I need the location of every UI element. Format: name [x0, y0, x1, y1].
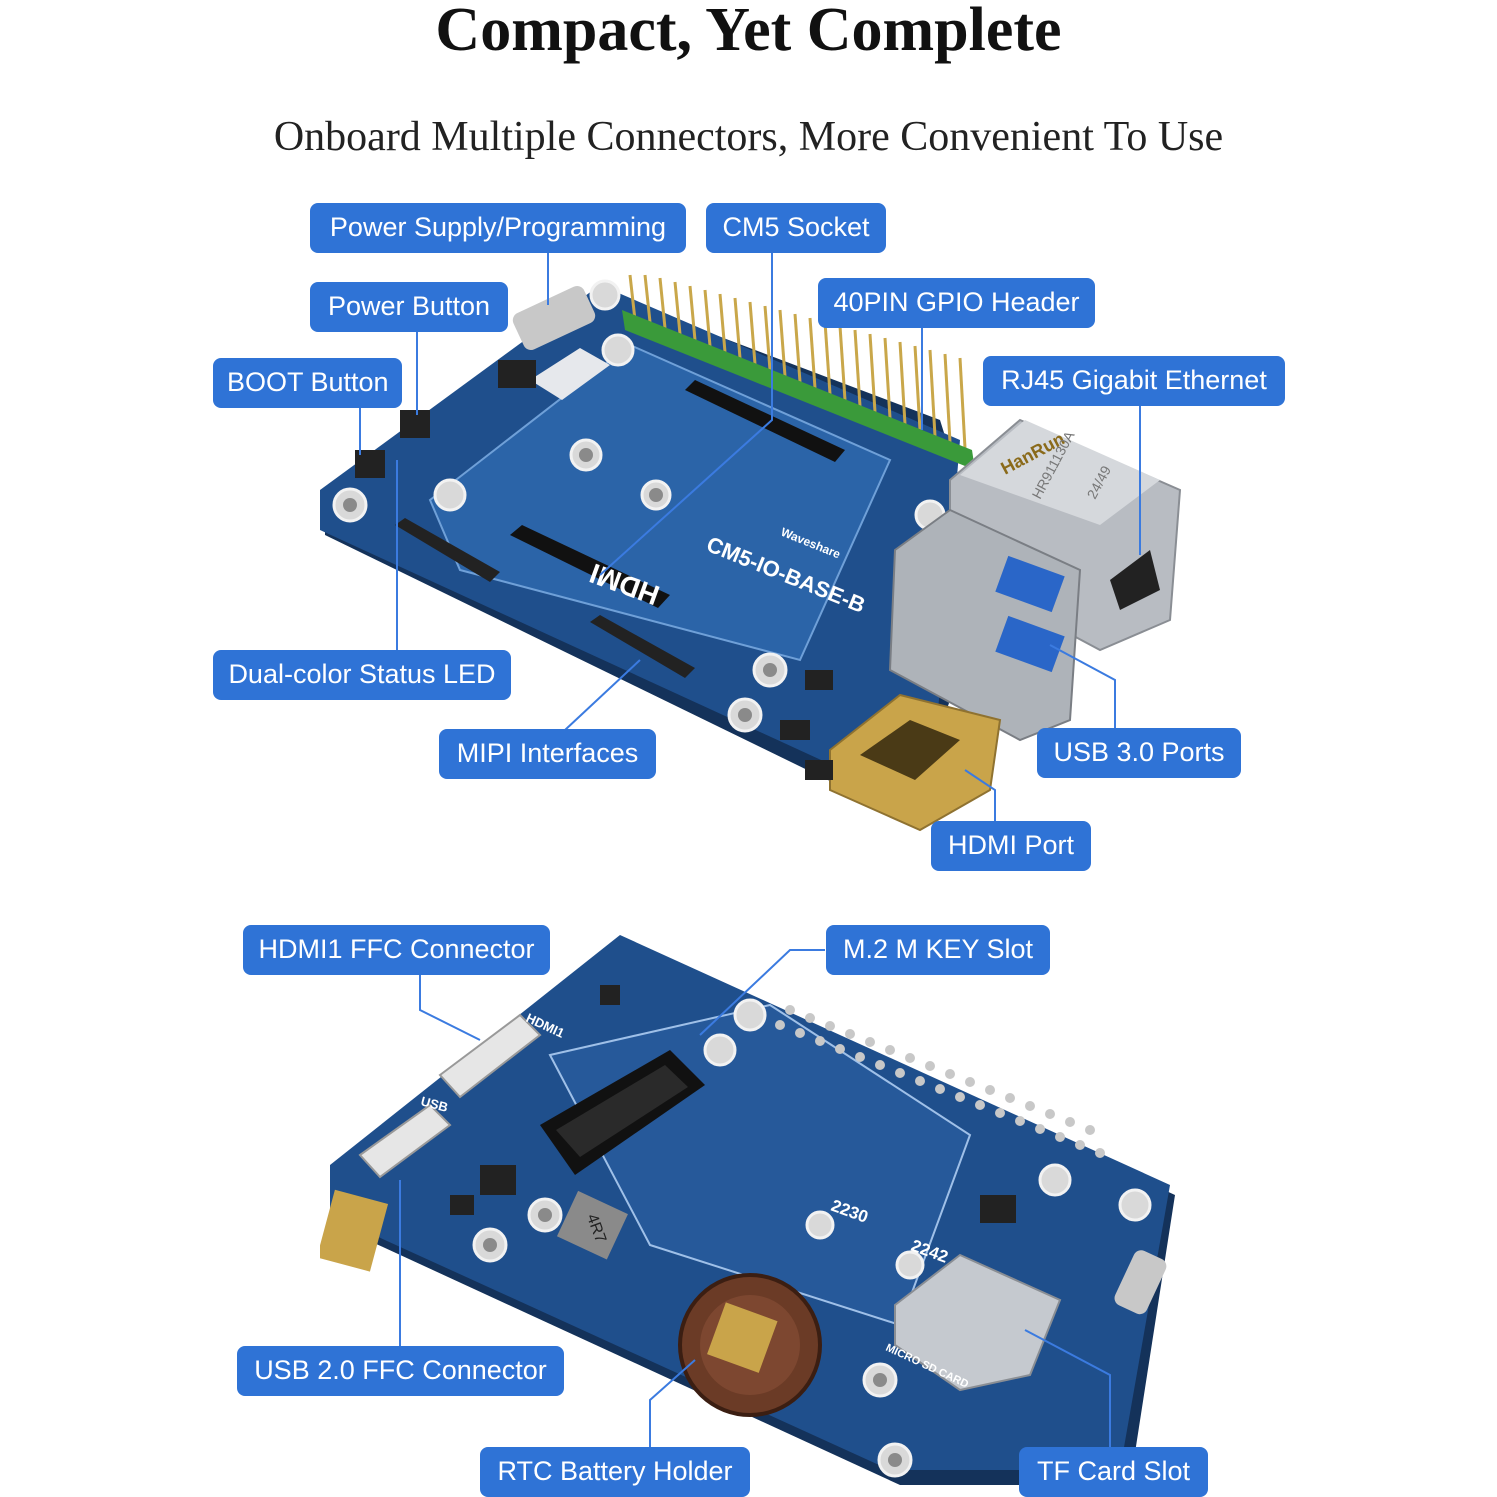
callout-mipi: MIPI Interfaces — [439, 729, 656, 779]
callout-gpio-header: 40PIN GPIO Header — [818, 278, 1095, 328]
callout-rj45: RJ45 Gigabit Ethernet — [983, 356, 1285, 406]
callout-tf-card: TF Card Slot — [1019, 1447, 1208, 1497]
callout-boot-button: BOOT Button — [213, 358, 402, 408]
bottom-board-image: 4R7 HDMI1 USB 2230 2242 MICRO SD CARD — [320, 925, 1190, 1495]
callout-rtc-battery: RTC Battery Holder — [480, 1447, 750, 1497]
callout-usb3: USB 3.0 Ports — [1037, 728, 1241, 778]
callout-power-supply: Power Supply/Programming — [310, 203, 686, 253]
usb-silkscreen: USB — [419, 1093, 449, 1115]
callout-cm5-socket: CM5 Socket — [706, 203, 886, 253]
callout-m2-slot: M.2 M KEY Slot — [826, 925, 1050, 975]
callout-hdmi1-ffc: HDMI1 FFC Connector — [243, 925, 550, 975]
page-subtitle: Onboard Multiple Connectors, More Conven… — [273, 114, 1224, 160]
callout-power-button: Power Button — [310, 282, 508, 332]
callout-usb2-ffc: USB 2.0 FFC Connector — [237, 1346, 564, 1396]
callout-hdmi-port: HDMI Port — [931, 821, 1091, 871]
callout-status-led: Dual-color Status LED — [213, 650, 511, 700]
top-board-image: CM5-IO-BASE-B Waveshare HDMI HanRun HR91… — [300, 250, 1200, 850]
page-title: Compact, Yet Complete — [435, 0, 1062, 64]
